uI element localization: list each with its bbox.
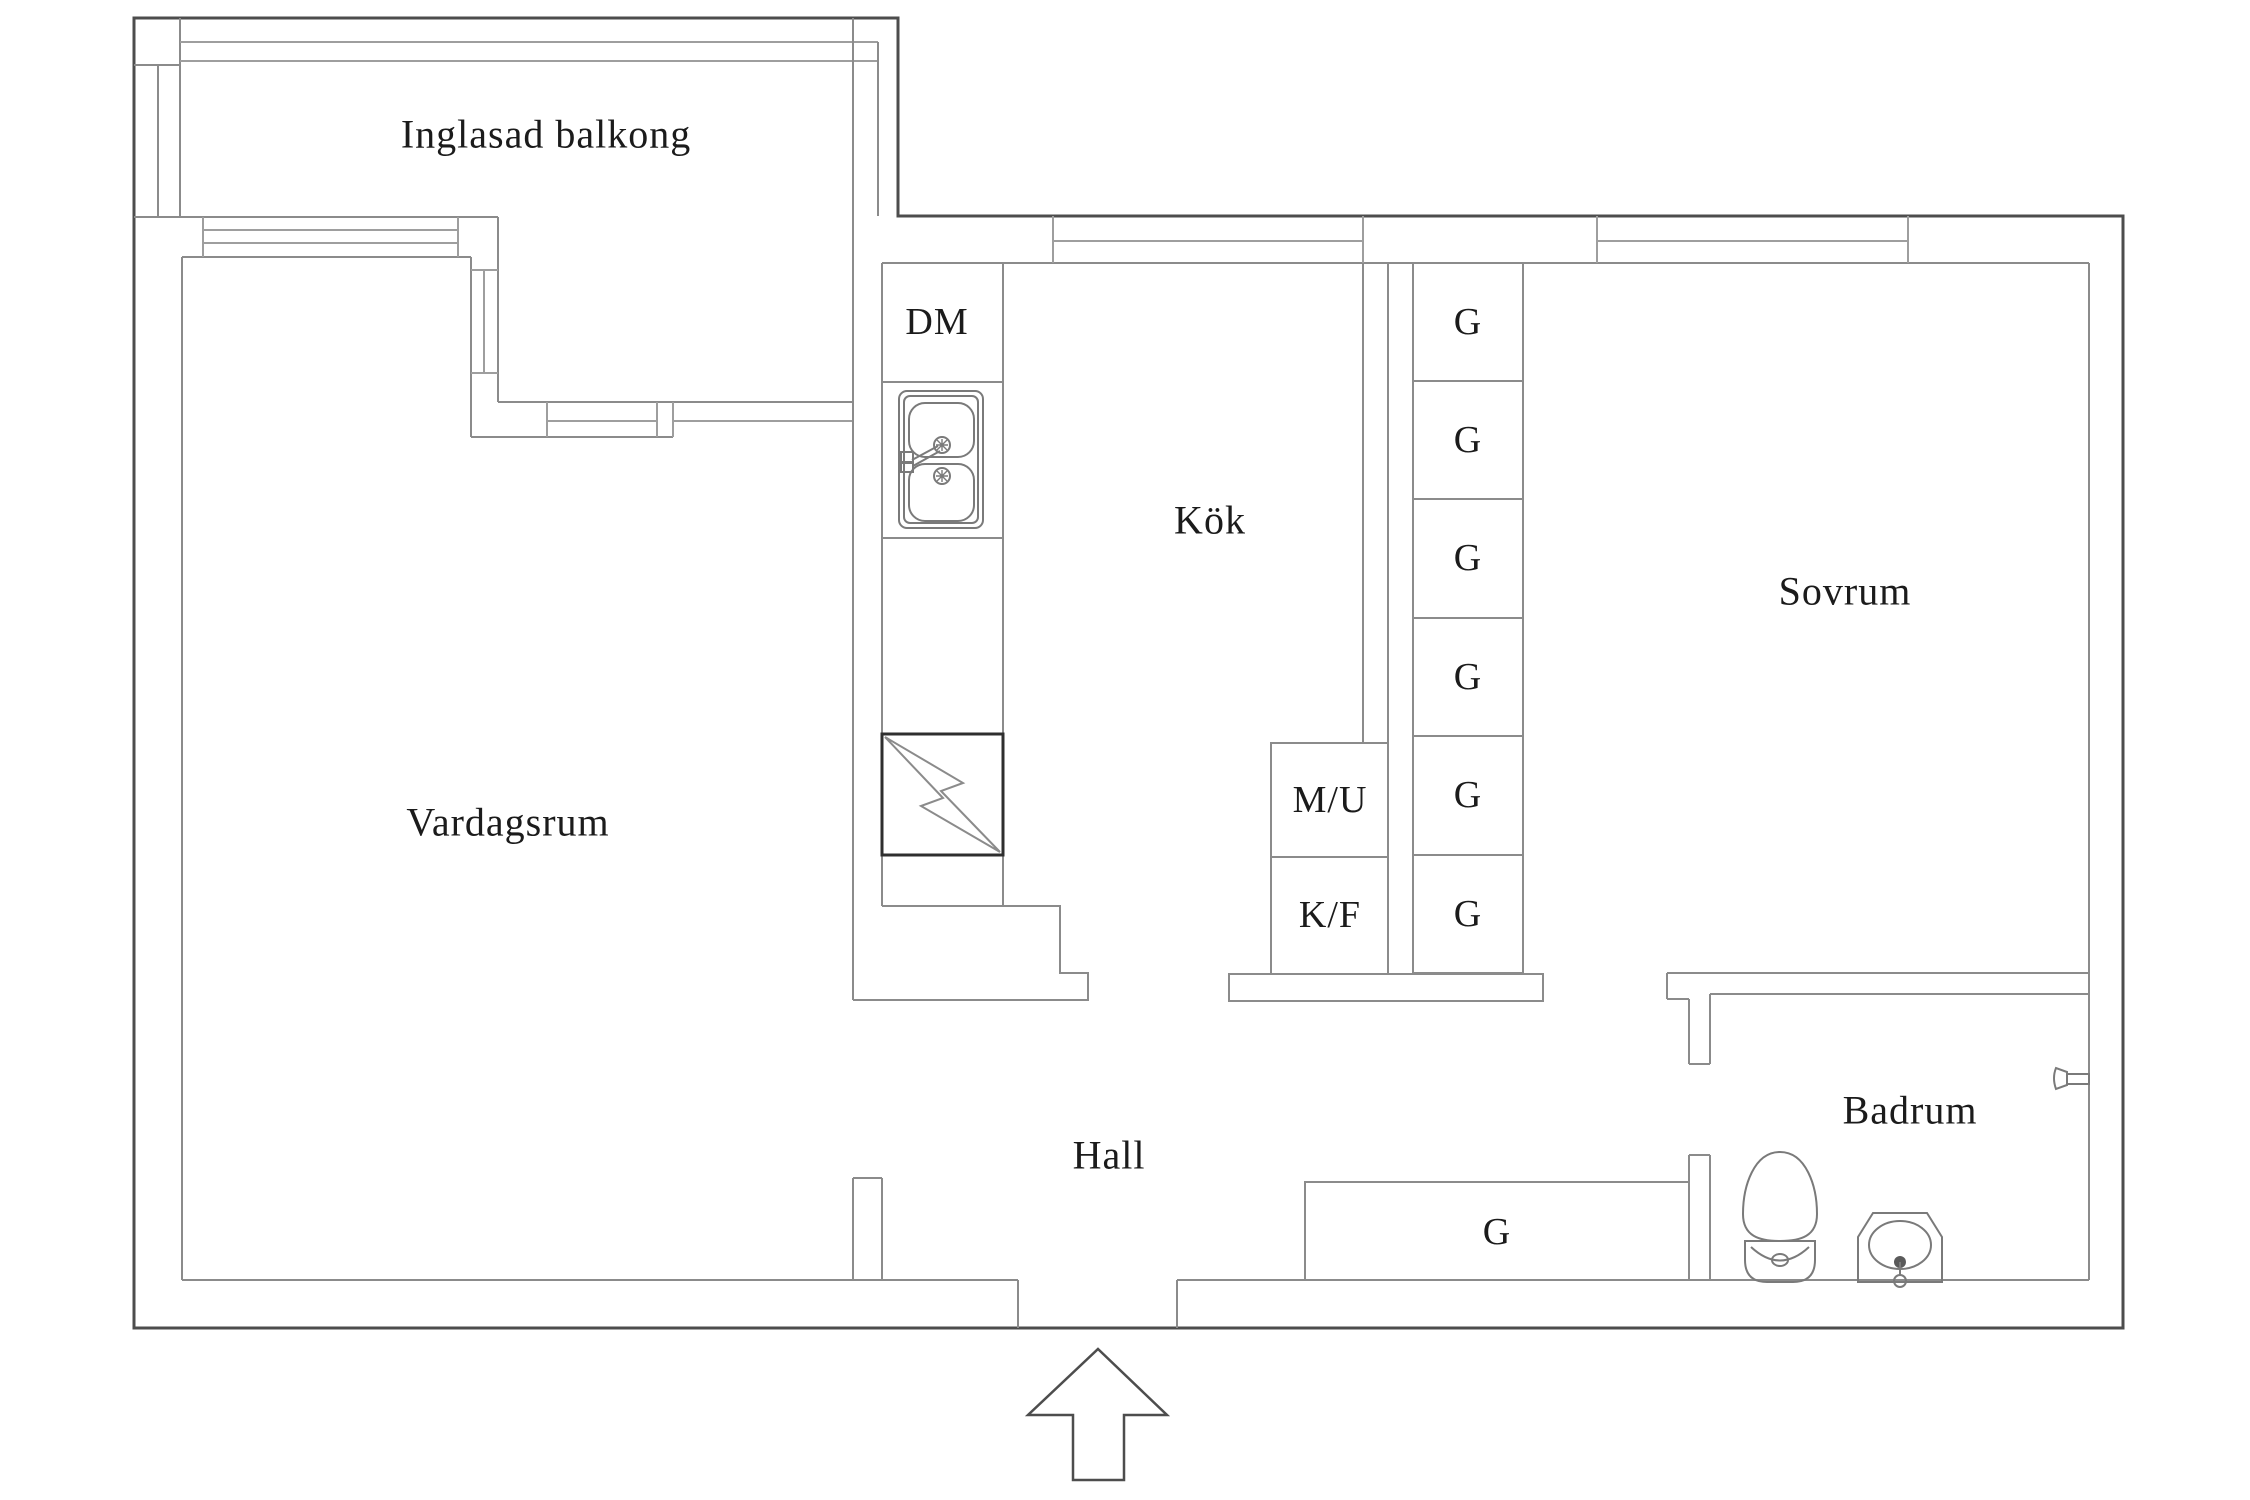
closet-label-hall-wardrobe: G <box>1482 1211 1512 1253</box>
interior-walls <box>134 18 2090 1328</box>
room-label-bedroom: Sovrum <box>1778 568 1912 614</box>
room-label-hall: Hall <box>1072 1132 1146 1178</box>
entrance-arrow-icon <box>1024 1347 1171 1482</box>
closet-label-6: G <box>1453 893 1483 935</box>
appliance-label-dishwasher: DM <box>905 301 969 343</box>
appliance-label-microwave-oven: M/U <box>1292 779 1368 821</box>
room-label-living-room: Vardagsrum <box>406 799 610 845</box>
room-label-balcony: Inglasad balkong <box>400 111 692 157</box>
exterior-walls <box>132 16 2125 1330</box>
closet-label-2: G <box>1453 419 1483 461</box>
closet-label-3: G <box>1453 537 1483 579</box>
closet-label-1: G <box>1453 301 1483 343</box>
room-label-kitchen: Kök <box>1174 497 1246 543</box>
closet-label-4: G <box>1453 656 1483 698</box>
electrical-panel-icon <box>880 732 1005 857</box>
wall-faucet-icon <box>2053 1066 2090 1091</box>
closet-label-5: G <box>1453 774 1483 816</box>
bathroom-sink-icon <box>1857 1212 1943 1288</box>
room-label-bathroom: Badrum <box>1842 1087 1978 1133</box>
kitchen-sink-icon <box>898 390 984 529</box>
appliance-label-fridge-freezer: K/F <box>1298 894 1362 936</box>
toilet-icon <box>1741 1150 1819 1283</box>
